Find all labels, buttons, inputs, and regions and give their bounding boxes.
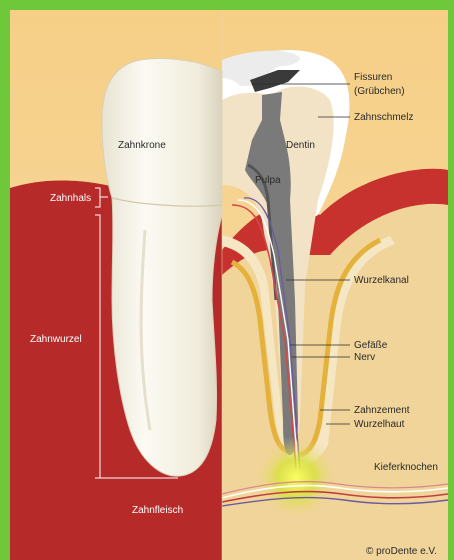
label-neck: Zahnhals <box>50 193 91 204</box>
label-gum: Zahnfleisch <box>132 505 183 516</box>
label-vessels: Gefäße <box>354 340 388 351</box>
copyright: © proDente e.V. <box>366 546 437 557</box>
label-fissures: Fissuren <box>354 72 392 83</box>
label-fissures-sub: (Grübchen) <box>354 86 405 97</box>
label-pulp: Pulpa <box>255 175 281 186</box>
label-crown: Zahnkrone <box>118 140 166 151</box>
label-cementum: Zahnzement <box>354 405 410 416</box>
apex-glow <box>254 436 338 520</box>
label-dentin: Dentin <box>286 140 315 151</box>
label-root-canal: Wurzelkanal <box>354 275 409 286</box>
label-root: Zahnwurzel <box>30 334 82 345</box>
label-enamel: Zahnschmelz <box>354 112 413 123</box>
label-jawbone: Kieferknochen <box>374 462 438 473</box>
label-nerve: Nerv <box>354 352 375 363</box>
label-periodontium: Wurzelhaut <box>354 419 405 430</box>
